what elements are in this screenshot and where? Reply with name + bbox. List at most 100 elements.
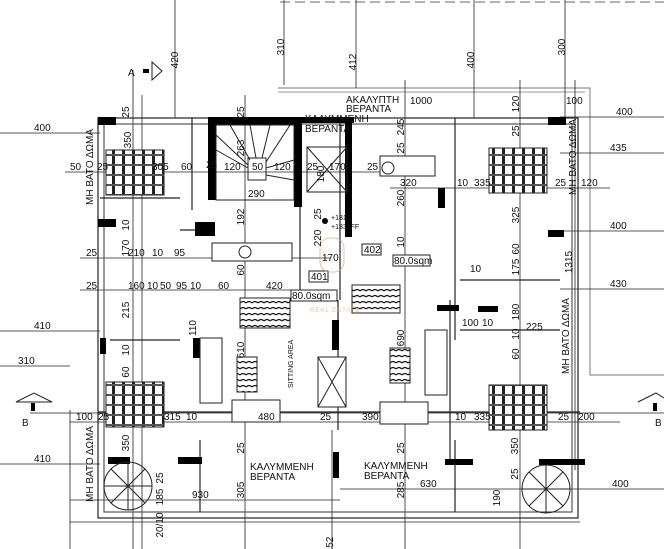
- dimension-label: 335: [474, 178, 491, 189]
- dimension-label: 310: [18, 356, 35, 367]
- elevation-label: +1310: [331, 215, 351, 222]
- dimension-label: 25: [86, 281, 98, 292]
- dimension-label: 100: [462, 318, 479, 329]
- dimension-label: 190: [492, 489, 503, 506]
- dimension-label: 20/10: [155, 512, 166, 537]
- dimension-label: 245: [396, 118, 407, 135]
- dimension-label: 10: [455, 412, 467, 423]
- apartment-number: 402: [364, 245, 381, 256]
- dimension-label: 192: [236, 208, 247, 225]
- dimension-label: 25: [97, 162, 109, 173]
- covered-veranda-label: ΒΕΡΑΝΤΑ: [250, 472, 296, 483]
- apartment-number: 401: [311, 272, 328, 283]
- dimension-label: 175: [511, 258, 522, 275]
- dimension-label: 10: [190, 281, 202, 292]
- spiral-stairs: [103, 461, 571, 514]
- dimension-label: 25: [396, 142, 407, 154]
- dimension-label: 25: [313, 208, 324, 220]
- dimension-label: 630: [420, 479, 437, 490]
- dimension-label: 400: [610, 221, 627, 232]
- dimension-label: 350: [123, 131, 134, 148]
- dimension-label: 25: [510, 468, 521, 480]
- dimension-label: 95: [176, 281, 188, 292]
- dimension-label: 170: [121, 239, 132, 256]
- roof-label: ΜΗ ΒΑΤΟ ΔΩΜΑ: [561, 298, 572, 374]
- dimension-label: 25: [367, 162, 379, 173]
- dimension-label: 120: [511, 95, 522, 112]
- dimension-label: 180: [316, 165, 327, 182]
- dimension-label: 25: [558, 412, 570, 423]
- dimension-label: 320: [400, 178, 417, 189]
- dimension-label: 430: [610, 279, 627, 290]
- roof-label: ΜΗ ΒΑΤΟ ΔΩΜΑ: [85, 129, 96, 205]
- dimension-label: 305: [152, 162, 169, 173]
- dimension-label: 170: [329, 162, 346, 173]
- dimension-label: 10: [482, 318, 494, 329]
- dimension-label: 315: [164, 412, 181, 423]
- dimension-label: 400: [34, 123, 51, 134]
- dimension-label: 412: [348, 53, 359, 70]
- covered-veranda-label: ΒΕΡΑΝΤΑ: [305, 124, 351, 135]
- dimension-label: 420: [170, 51, 181, 68]
- dimension-label: 50: [160, 281, 172, 292]
- dimension-label: 285: [396, 481, 407, 498]
- dimension-label: 10: [147, 281, 159, 292]
- dimension-label: 10: [152, 248, 164, 259]
- structural-columns: [98, 117, 585, 478]
- dimension-label: 10: [511, 328, 522, 340]
- dimension-label: 180: [511, 303, 522, 320]
- dimension-label: 100: [566, 96, 583, 107]
- dimension-label: 60: [121, 366, 132, 378]
- dimension-label: 220: [313, 229, 324, 246]
- dimension-label: 25: [396, 442, 407, 454]
- sitting-area-label: SITTING AREA: [288, 339, 295, 388]
- apartment-area: 80.0sqm: [292, 291, 330, 302]
- dimension-label: 160: [128, 281, 145, 292]
- dimension-label: 210: [128, 248, 145, 259]
- dimension-label: 25: [511, 125, 522, 137]
- dimension-label: 225: [526, 322, 543, 333]
- dimension-label: 290: [248, 189, 265, 200]
- apartment-tags: 401 80.0sqm 402 80.0sqm: [290, 243, 432, 302]
- dimension-label: 60: [218, 281, 230, 292]
- covered-veranda-label: ΚΑΛΥΜΜΕΝΗ: [364, 461, 428, 472]
- dimension-label: 215: [121, 301, 132, 318]
- dimension-label: 390: [362, 412, 379, 423]
- dimension-label: 50: [70, 162, 82, 173]
- dimension-label: 170: [322, 253, 339, 264]
- dimension-label: 1000: [410, 96, 433, 107]
- dimension-label: 10: [121, 219, 132, 231]
- dimension-label: 610: [236, 341, 247, 358]
- dimension-label: 400: [466, 51, 477, 68]
- site-boundary: [278, 1, 664, 376]
- dimension-label: 400: [616, 107, 633, 118]
- dimension-label: 350: [510, 437, 521, 454]
- apartment-area: 80.0sqm: [394, 256, 432, 267]
- dimension-label: 10: [457, 178, 469, 189]
- dimension-label: 185: [155, 488, 166, 505]
- dimension-label: 410: [34, 454, 51, 465]
- dimension-label: 25: [86, 248, 98, 259]
- dimension-label: 325: [511, 206, 522, 223]
- dimension-label: 25: [121, 106, 132, 118]
- watermark-text: REAL ESTATE: [310, 308, 361, 314]
- dimension-label: 690: [396, 329, 407, 346]
- dimension-label: 60: [511, 243, 522, 255]
- roof-label: ΜΗ ΒΑΤΟ ΔΩΜΑ: [85, 426, 96, 502]
- dimension-label: 350: [121, 434, 132, 451]
- dimension-label: 152: [325, 536, 336, 549]
- section-marker-b-left: B: [15, 392, 53, 429]
- dimension-label: 435: [610, 143, 627, 154]
- section-marker-a: A: [128, 60, 163, 82]
- covered-veranda-label: ΚΑΛΥΜΜΕΝΗ: [250, 462, 314, 473]
- section-marker-b-right: B: [637, 392, 664, 429]
- dimension-label: 260: [396, 189, 407, 206]
- dimension-label: 480: [258, 412, 275, 423]
- dimension-label: 410: [34, 321, 51, 332]
- dimension-label: 60: [511, 348, 522, 360]
- dimension-label: 1315: [564, 250, 575, 273]
- dimension-label: 25: [206, 160, 218, 171]
- dimension-label: 120: [581, 178, 598, 189]
